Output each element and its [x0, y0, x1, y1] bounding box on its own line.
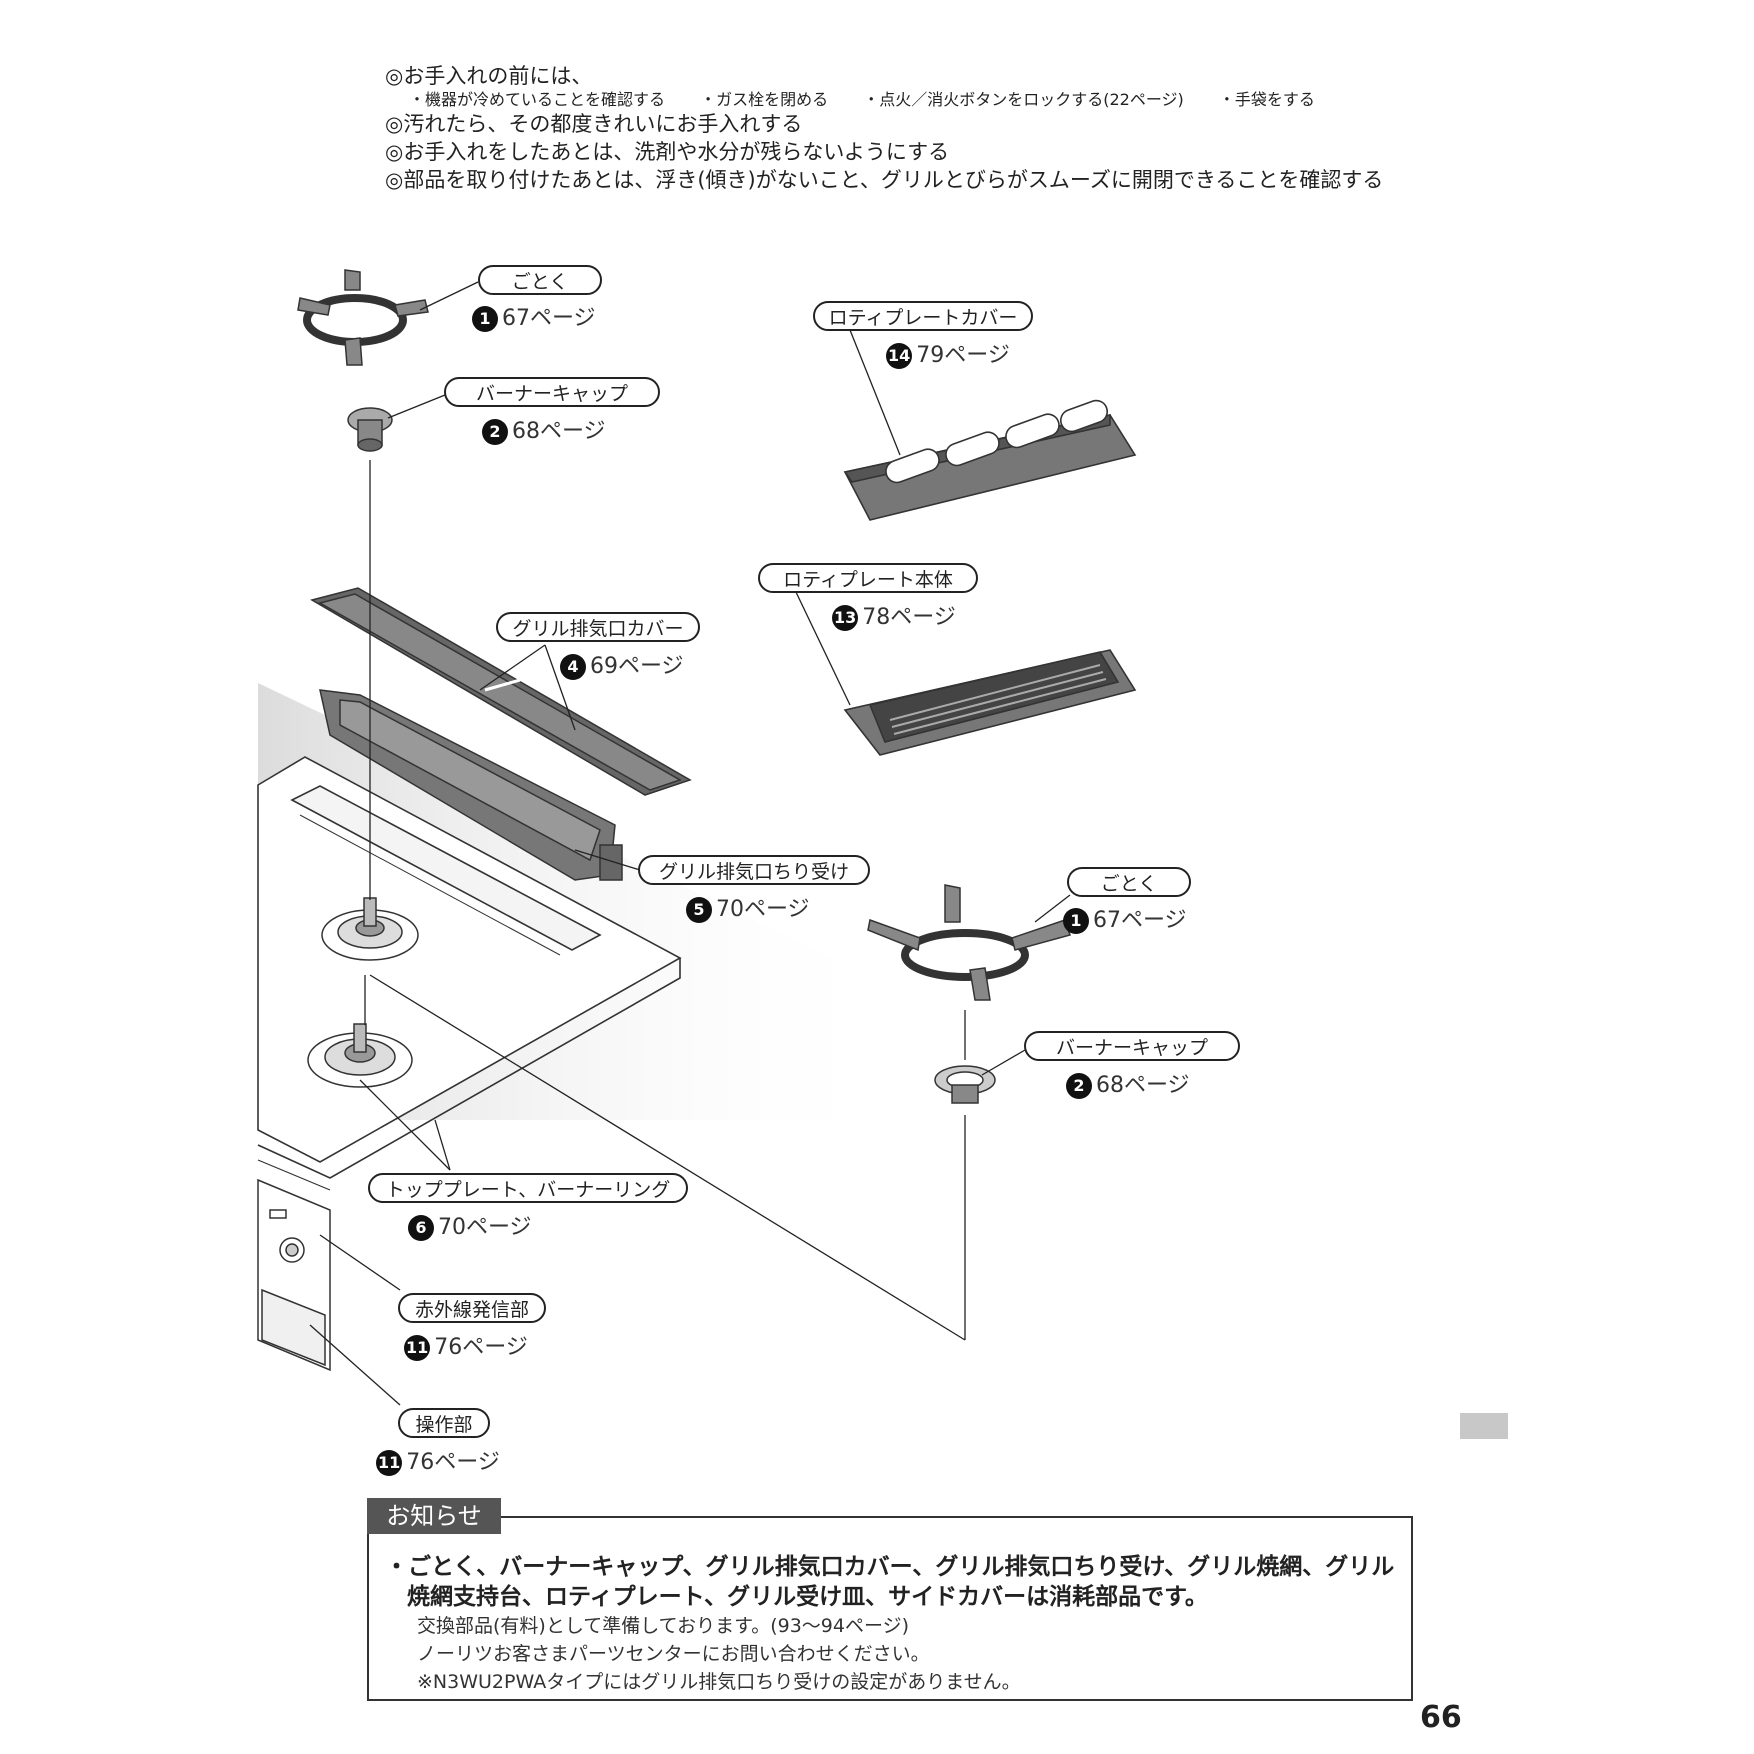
check-gloves: ・手袋をする — [1218, 90, 1315, 109]
label-grill-vent-tray: グリル排気口ちり受け — [638, 855, 870, 885]
burner-cap-left — [347, 407, 393, 452]
label-burner-cap-right: バーナーキャップ — [1024, 1031, 1240, 1061]
check-gas: ・ガス栓を閉める — [700, 90, 829, 109]
notice-sub-3: ※N3WU2PWAタイプにはグリル排気口ちり受けの設定がありません。 — [417, 1671, 1021, 1693]
label-roti-cover: ロティプレートカバー — [813, 301, 1033, 331]
notice-main-text: ・ごとく、バーナーキャップ、グリル排気口カバー、グリル排気口ちり受け、グリル焼網… — [385, 1554, 1395, 1610]
num-badge: 2 — [482, 419, 508, 445]
section-index-tab — [1460, 1413, 1508, 1439]
label-burner-cap-left: バーナーキャップ — [444, 377, 660, 407]
intro-line-1: ◎お手入れの前には、 — [385, 64, 593, 88]
burner-ring-front — [307, 1023, 413, 1088]
num-badge: 11 — [404, 1335, 431, 1361]
num-badge: 1 — [472, 306, 498, 332]
intro-line-4: ◎部品を取り付けたあとは、浮き(傾き)がないこと、グリルとびらがスムーズに開閉で… — [385, 168, 1384, 192]
label-gotoku-left: ごとく — [478, 265, 602, 295]
intro-checks: ・機器が冷めていることを確認する ・ガス栓を閉める ・点火／消火ボタンをロックす… — [385, 90, 1485, 110]
label-roti-body: ロティプレート本体 — [758, 563, 978, 593]
intro-line-2: ◎汚れたら、その都度きれいにお手入れする — [385, 112, 803, 136]
burner-cap-right — [934, 1065, 996, 1104]
num-badge: 6 — [408, 1215, 434, 1241]
notice-sub-2: ノーリツお客さまパーツセンターにお問い合わせください。 — [417, 1643, 930, 1665]
num-badge: 4 — [560, 654, 586, 680]
gotoku-left — [297, 269, 429, 366]
page-number: 66 — [1420, 1700, 1462, 1735]
notice-box: ・ごとく、バーナーキャップ、グリル排気口カバー、グリル排気口ちり受け、グリル焼網… — [367, 1516, 1413, 1701]
gotoku-right — [867, 884, 1071, 1001]
num-badge: 13 — [832, 605, 859, 631]
notice-body: ・ごとく、バーナーキャップ、グリル排気口カバー、グリル排気口ちり受け、グリル焼網… — [385, 1552, 1395, 1696]
intro-line-3: ◎お手入れをしたあとは、洗剤や水分が残らないようにする — [385, 140, 950, 164]
grill-vent-cover — [310, 587, 692, 796]
label-ir-emitter: 赤外線発信部 — [398, 1293, 546, 1323]
num-badge: 2 — [1066, 1073, 1092, 1099]
num-badge: 5 — [686, 897, 712, 923]
check-lock: ・点火／消火ボタンをロックする(22ページ) — [863, 90, 1184, 109]
control-panel — [257, 1178, 331, 1372]
num-badge: 1 — [1063, 908, 1089, 934]
grill-vent-tray — [319, 689, 623, 881]
label-control: 操作部 — [398, 1408, 490, 1438]
roti-plate-cover — [843, 399, 1137, 521]
notice-tab: お知らせ — [367, 1498, 501, 1534]
check-cool: ・機器が冷めていることを確認する — [409, 90, 666, 109]
label-gotoku-right: ごとく — [1067, 867, 1191, 897]
intro-instructions: ◎お手入れの前には、 ・機器が冷めていることを確認する ・ガス栓を閉める ・点火… — [385, 62, 1485, 194]
roti-plate-body — [843, 649, 1137, 756]
label-top-plate: トッププレート、バーナーリング — [368, 1173, 688, 1203]
burner-ring-back — [321, 897, 419, 961]
notice-sub-1: 交換部品(有料)として準備しております。(93〜94ページ) — [417, 1615, 910, 1637]
num-badge: 11 — [376, 1450, 403, 1476]
num-badge: 14 — [886, 343, 913, 369]
label-grill-vent-cover: グリル排気口カバー — [496, 612, 700, 642]
leader-lines — [309, 281, 1071, 1406]
